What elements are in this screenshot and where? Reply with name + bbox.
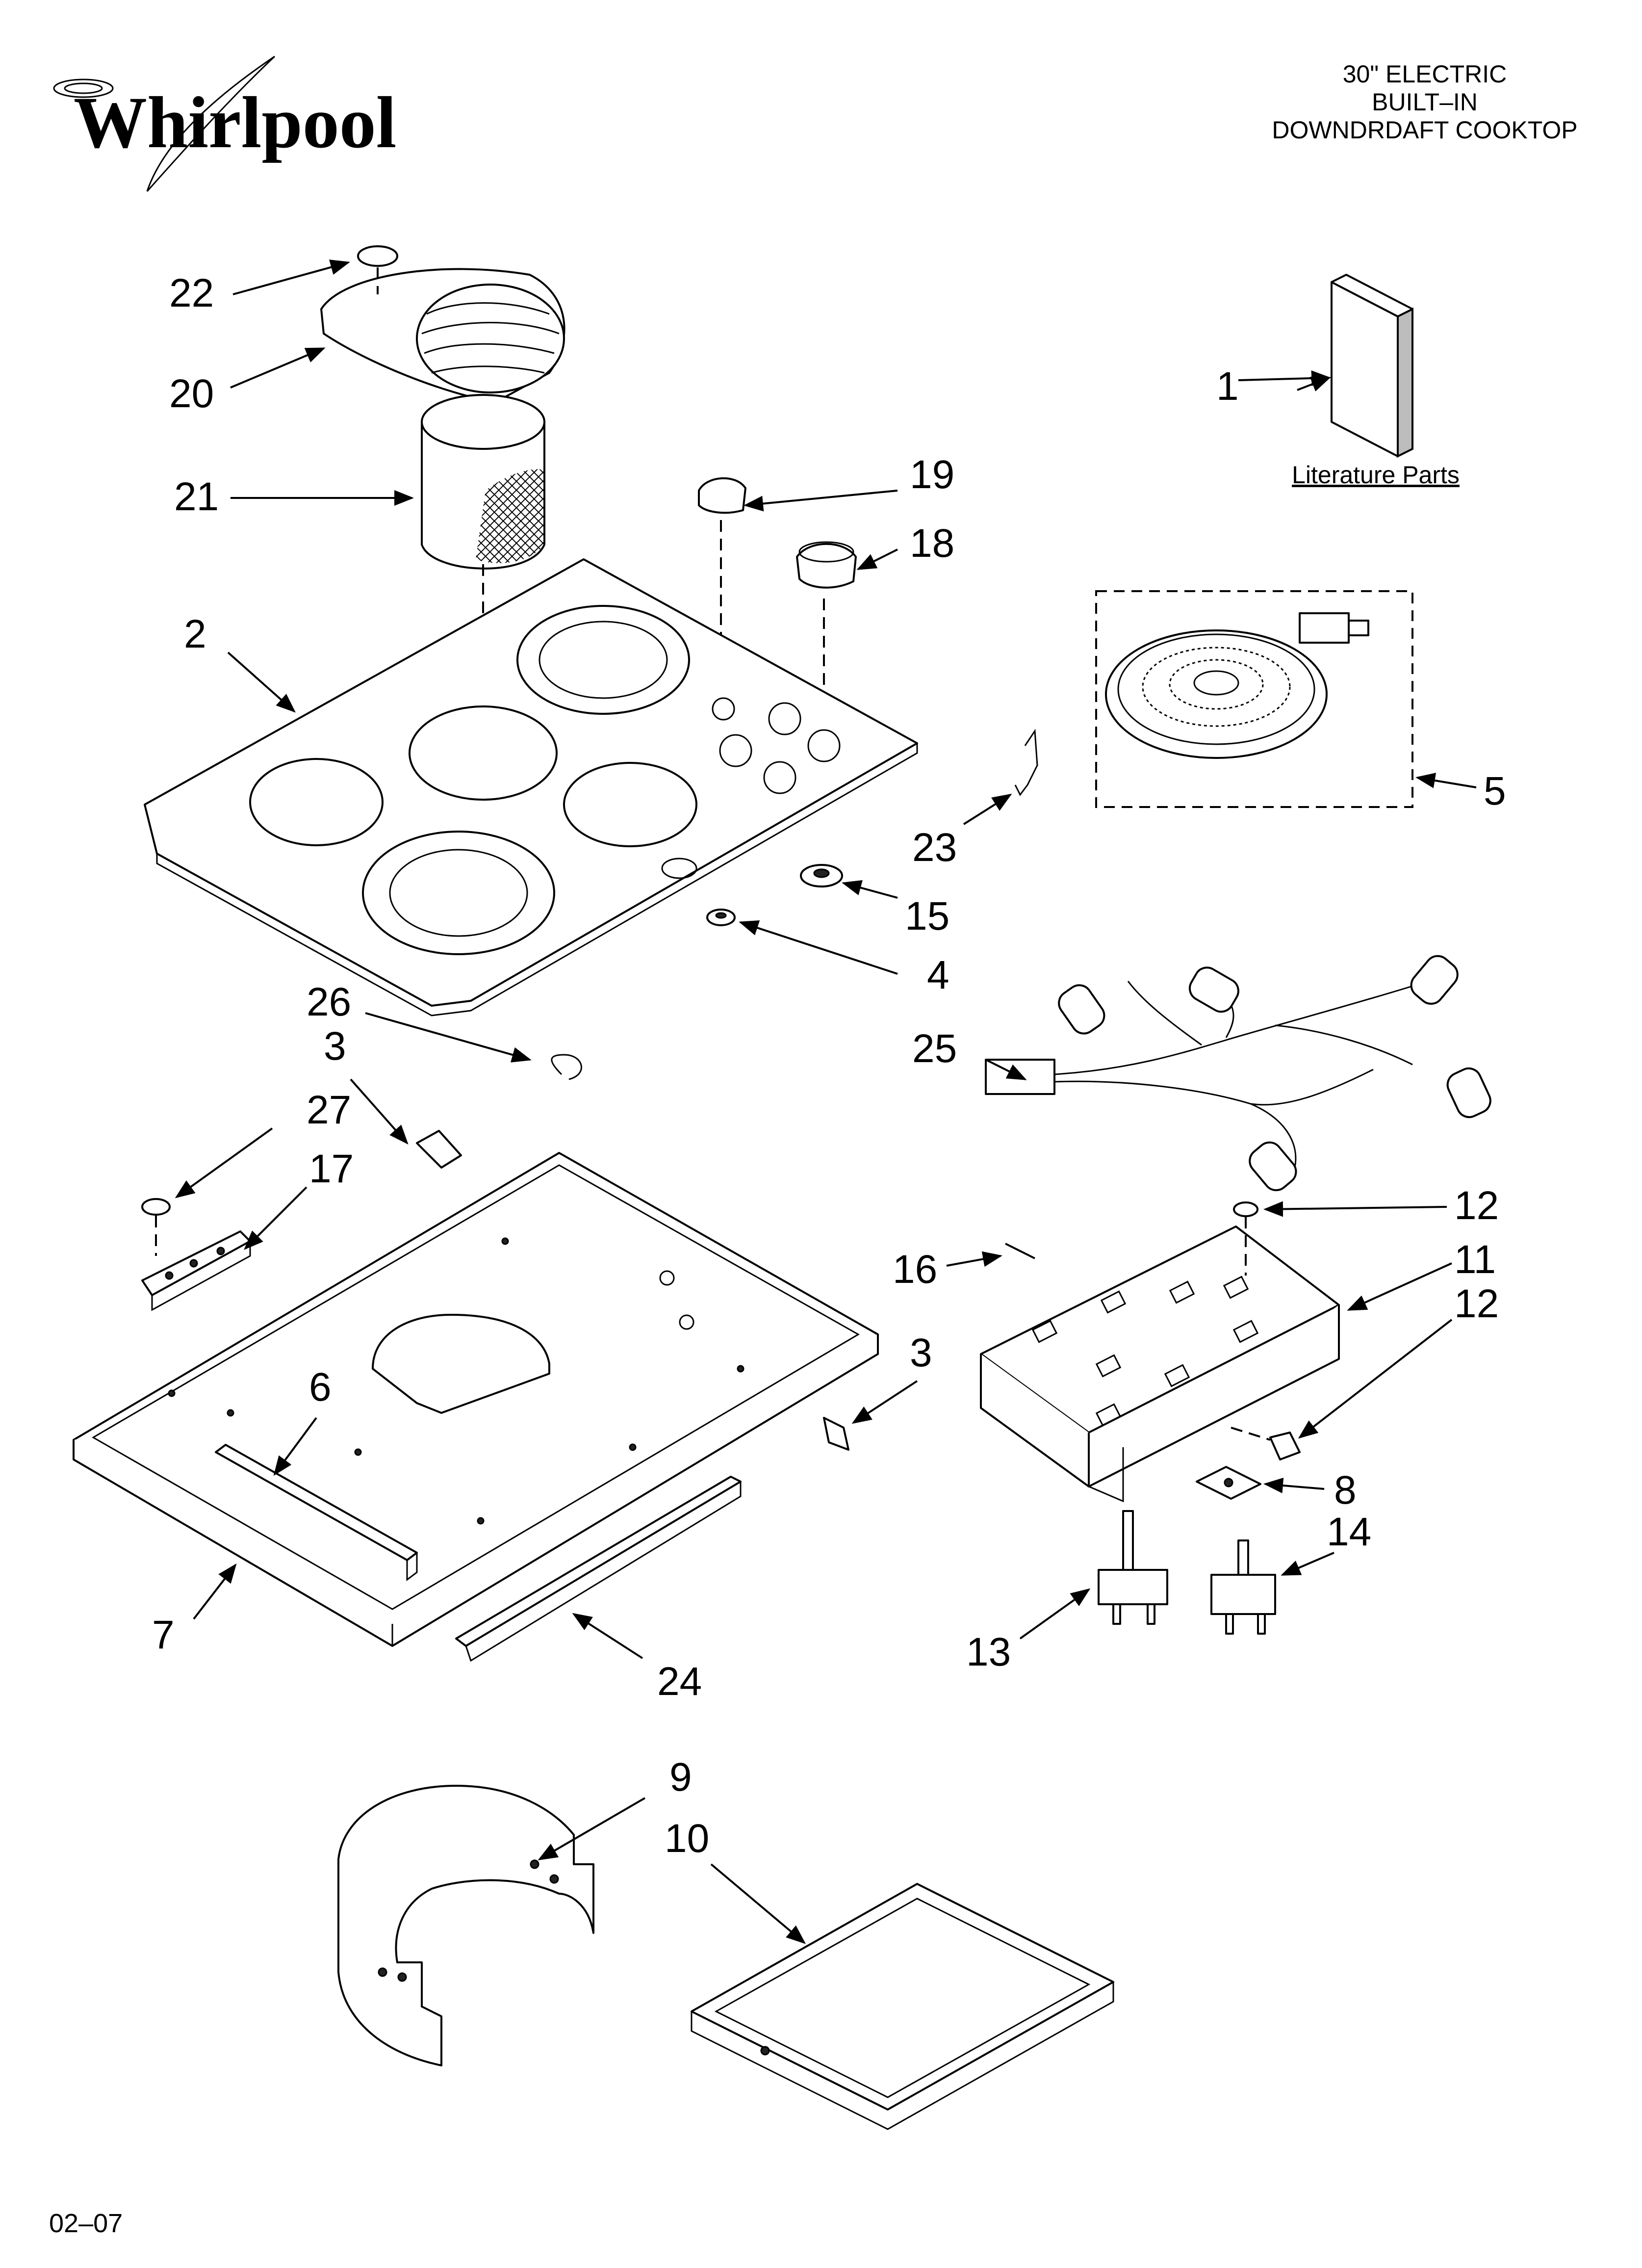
- part-duct-band: [337, 1785, 594, 2066]
- leader-lines: [175, 260, 1477, 1944]
- callout-3b: 3: [910, 1330, 932, 1375]
- part-knob-seat-small: [706, 909, 736, 926]
- part-plate-8: [1196, 1466, 1261, 1500]
- callout-26: 26: [307, 980, 351, 1024]
- part-knob-large: [796, 541, 857, 589]
- callout-4: 4: [927, 953, 949, 997]
- callout-3a: 3: [324, 1024, 346, 1069]
- callout-5: 5: [1484, 769, 1506, 813]
- control-symbols: [712, 697, 841, 794]
- part-trim-24: [455, 1476, 742, 1662]
- callout-13: 13: [966, 1630, 1011, 1674]
- part-switch-14: [1210, 1539, 1276, 1635]
- callout-numbers: 1 2 3 3 4 5 6 7 8 9 10 11 12 12 13 14 15…: [152, 271, 1506, 1861]
- callout-15: 15: [905, 894, 949, 938]
- callout-6: 6: [309, 1365, 332, 1409]
- callout-11: 11: [1454, 1237, 1496, 1282]
- callout-17: 17: [309, 1147, 354, 1191]
- part-bracket-clip: [1014, 729, 1038, 796]
- part-bracket-17: [141, 1230, 251, 1311]
- part-vent-filter: [421, 394, 545, 570]
- callout-19: 19: [910, 452, 954, 497]
- callout-2: 2: [184, 612, 206, 656]
- callout-16: 16: [893, 1247, 937, 1292]
- callout-22: 22: [169, 271, 214, 315]
- callout-12b: 12: [1454, 1281, 1499, 1326]
- part-knob-small: [698, 477, 746, 514]
- callout-23: 23: [912, 825, 957, 870]
- part-wire-harness: [985, 955, 1491, 1192]
- part-shim-16: [1005, 1243, 1035, 1259]
- page-title: 30" ELECTRIC BUILT–IN DOWNDRDAFT COOKTOP: [1272, 60, 1577, 144]
- part-vent-grille: [320, 268, 565, 403]
- part-screw-12b: [1231, 1427, 1301, 1460]
- part-literature: Literature Parts: [1292, 274, 1460, 489]
- callout-9: 9: [669, 1755, 692, 1799]
- callout-27: 27: [307, 1088, 351, 1132]
- part-clip-ring: [551, 1054, 582, 1080]
- part-switch-13: [1098, 1510, 1168, 1625]
- callout-18: 18: [910, 521, 954, 566]
- title-line-1: 30" ELECTRIC: [1343, 60, 1507, 88]
- part-screw-3a: [416, 1130, 462, 1169]
- brand-name: Whirlpool: [74, 82, 396, 163]
- callout-1: 1: [1216, 364, 1239, 409]
- title-line-2: BUILT–IN: [1372, 88, 1478, 116]
- part-cooktop-glass: [144, 558, 918, 1017]
- part-screw-27: [141, 1198, 171, 1256]
- part-radiant-element: [1095, 590, 1413, 808]
- callout-20: 20: [169, 371, 214, 416]
- part-switch-bracket: [980, 1225, 1340, 1503]
- part-knob-seat-large: [800, 864, 843, 887]
- whirlpool-logo: Whirlpool: [53, 55, 396, 192]
- callout-7: 7: [152, 1613, 175, 1657]
- callout-21: 21: [174, 474, 219, 519]
- callout-24: 24: [657, 1659, 702, 1704]
- part-screw-12a: [1233, 1201, 1258, 1276]
- callout-10: 10: [665, 1816, 709, 1861]
- part-tray: [691, 1883, 1114, 2130]
- part-vent-cap: [357, 245, 398, 267]
- title-line-3: DOWNDRDAFT COOKTOP: [1272, 116, 1577, 144]
- callout-25: 25: [912, 1026, 957, 1071]
- date-code: 02–07: [49, 2209, 123, 2238]
- literature-parts-label: Literature Parts: [1292, 461, 1460, 489]
- part-screw-3b: [823, 1417, 849, 1451]
- part-rail-6: [215, 1444, 418, 1581]
- callout-12a: 12: [1454, 1183, 1499, 1228]
- callout-8: 8: [1334, 1468, 1357, 1512]
- part-chassis: [73, 1152, 879, 1647]
- callout-14: 14: [1327, 1510, 1371, 1554]
